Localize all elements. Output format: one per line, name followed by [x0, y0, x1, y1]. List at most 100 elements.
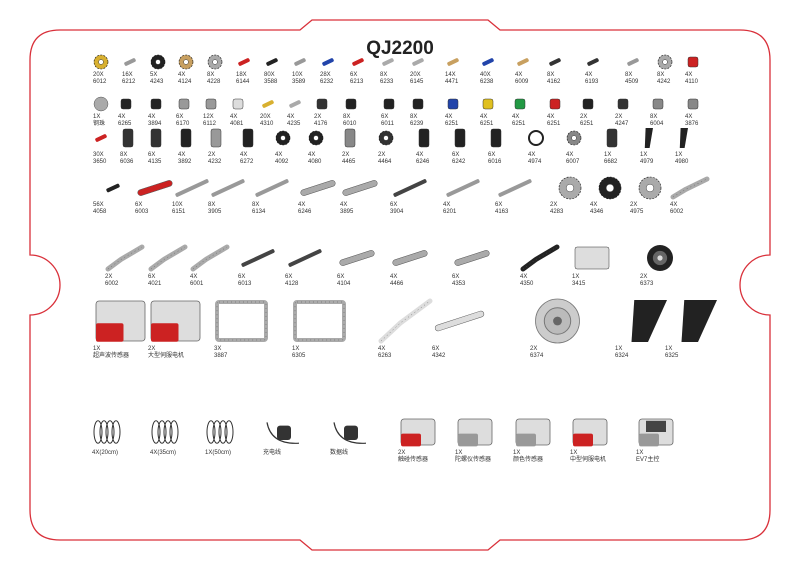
tire-black-icon [647, 245, 673, 271]
part-code: 6004 [650, 121, 664, 127]
part-label: 充电线 [263, 450, 281, 457]
part-code: 4242 [657, 79, 671, 85]
part-code: 大型伺服电机 [148, 353, 185, 359]
ring-black-icon [528, 130, 544, 146]
part-code: 4232 [208, 159, 222, 165]
part-code: 4104 [337, 281, 351, 287]
panel-black-icon [631, 300, 667, 342]
beam-bent-gray-icon [148, 244, 188, 272]
part-quantity: 2X [640, 274, 648, 280]
part-quantity: 4X [148, 114, 156, 120]
part-quantity: 6X [350, 72, 358, 78]
part-quantity: 1X [640, 152, 648, 158]
usb-cable-icon [333, 422, 367, 444]
connector-green-icon [514, 98, 526, 110]
part-quantity: 1X [570, 450, 578, 456]
part-code: 6007 [566, 159, 580, 165]
axle-gray-icon [175, 179, 209, 197]
connector-black-icon [490, 128, 502, 148]
connector-black-icon [454, 128, 466, 148]
beam-bent-white-icon [378, 298, 433, 344]
connector-yellow-icon [482, 98, 494, 110]
part-code: 6009 [515, 79, 529, 85]
part-code: EV7主控 [636, 457, 660, 463]
part-quantity: 4X [685, 72, 693, 78]
block-gray-icon [205, 98, 217, 110]
part-quantity: 6X [381, 114, 389, 120]
part-code: 4346 [590, 209, 604, 215]
part-quantity: 1X [615, 346, 623, 352]
sensor-ultrasonic-icon [95, 300, 146, 342]
part-code: 6233 [380, 79, 394, 85]
part-quantity: 4X [512, 114, 520, 120]
part-code: 3876 [685, 121, 699, 127]
part-code: 6263 [378, 353, 392, 359]
brick-controller-icon [638, 418, 674, 447]
beam-gray-icon [342, 180, 378, 196]
axle-gray-icon [412, 58, 424, 66]
part-code: 4342 [432, 353, 446, 359]
part-quantity: 6X [495, 202, 503, 208]
part-label: 1X(50cm) [205, 450, 231, 457]
beam-white-icon [434, 310, 485, 332]
spring-gray-icon [289, 100, 301, 108]
beam-gray-icon [392, 250, 428, 266]
sensor-color-icon [515, 418, 551, 447]
gear-dark-icon [378, 130, 394, 146]
part-quantity: 4X [520, 274, 528, 280]
part-code: 4135 [148, 159, 162, 165]
cable-coil-icon [206, 420, 234, 444]
part-quantity: 4X [298, 202, 306, 208]
part-code: 钢珠 [93, 121, 106, 127]
part-quantity: 8X [657, 72, 665, 78]
part-code: 中型伺服电机 [570, 457, 607, 463]
beam-gray-icon [454, 250, 490, 266]
part-quantity: 1X(50cm) [205, 450, 232, 456]
part-quantity: 1X [604, 152, 612, 158]
part-code: 3589 [292, 79, 306, 85]
axle-gray-icon [255, 179, 289, 197]
part-quantity: 8X [252, 202, 260, 208]
